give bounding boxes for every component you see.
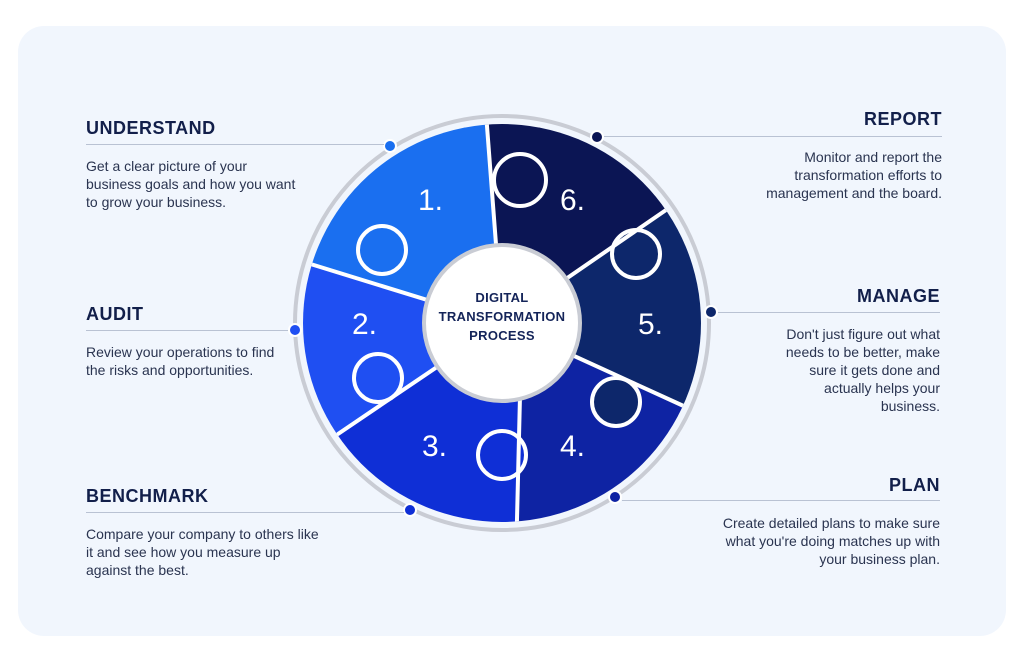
step-description: Get a clear picture of your business goa… <box>86 158 296 210</box>
knob-3-4 <box>478 431 526 479</box>
center-title-line-2: TRANSFORMATION <box>438 309 566 324</box>
sector-number-3: 3. <box>422 430 447 463</box>
step-manage: MANAGE Don't just figure out what needs … <box>772 285 940 415</box>
divider-benchmark <box>86 512 404 513</box>
step-title: REPORT <box>863 109 942 129</box>
dot-audit <box>288 323 302 337</box>
step-title: PLAN <box>889 475 940 495</box>
step-description: Create detailed plans to make sure what … <box>722 515 940 567</box>
divider-manage <box>718 312 940 313</box>
dot-manage <box>704 305 718 319</box>
divider-report <box>604 136 942 137</box>
knob-5-4 <box>592 378 640 426</box>
step-description: Compare your company to others like it a… <box>86 526 319 578</box>
dot-understand <box>383 139 397 153</box>
dot-report <box>590 130 604 144</box>
connector-dots <box>288 130 718 517</box>
step-title: AUDIT <box>86 304 144 324</box>
sector-1 <box>303 124 502 323</box>
divider-plan <box>622 500 940 501</box>
step-title: BENCHMARK <box>86 486 209 506</box>
divider-understand <box>86 144 384 145</box>
step-understand: UNDERSTAND Get a clear picture of your b… <box>86 117 296 211</box>
center-title-line-3: PROCESS <box>469 328 535 343</box>
sector-number-4: 4. <box>560 430 585 463</box>
knob-2-3 <box>354 354 402 402</box>
step-plan: PLAN Create detailed plans to make sure … <box>722 474 940 568</box>
center-title: DIGITAL TRANSFORMATION PROCESS <box>428 288 576 345</box>
step-title: MANAGE <box>857 286 940 306</box>
sector-number-1: 1. <box>418 184 443 217</box>
divider-audit <box>86 330 288 331</box>
step-description: Don't just figure out what needs to be b… <box>785 326 940 414</box>
step-benchmark: BENCHMARK Compare your company to others… <box>86 485 326 579</box>
dot-benchmark <box>403 503 417 517</box>
dot-plan <box>608 490 622 504</box>
step-description: Review your operations to find the risks… <box>86 344 275 378</box>
knob-5-6 <box>612 230 660 278</box>
step-title: UNDERSTAND <box>86 118 216 138</box>
step-report: REPORT Monitor and report the transforma… <box>720 108 942 202</box>
step-description: Monitor and report the transformation ef… <box>766 149 942 201</box>
step-audit: AUDIT Review your operations to find the… <box>86 303 276 379</box>
center-title-line-1: DIGITAL <box>475 290 529 305</box>
knob-6-1 <box>494 154 546 206</box>
sector-2 <box>303 230 502 434</box>
center-circle <box>422 243 582 403</box>
sector-number-6: 6. <box>560 184 585 217</box>
knob-1-2 <box>358 226 406 274</box>
sector-number-5: 5. <box>638 308 663 341</box>
sector-number-2: 2. <box>352 308 377 341</box>
